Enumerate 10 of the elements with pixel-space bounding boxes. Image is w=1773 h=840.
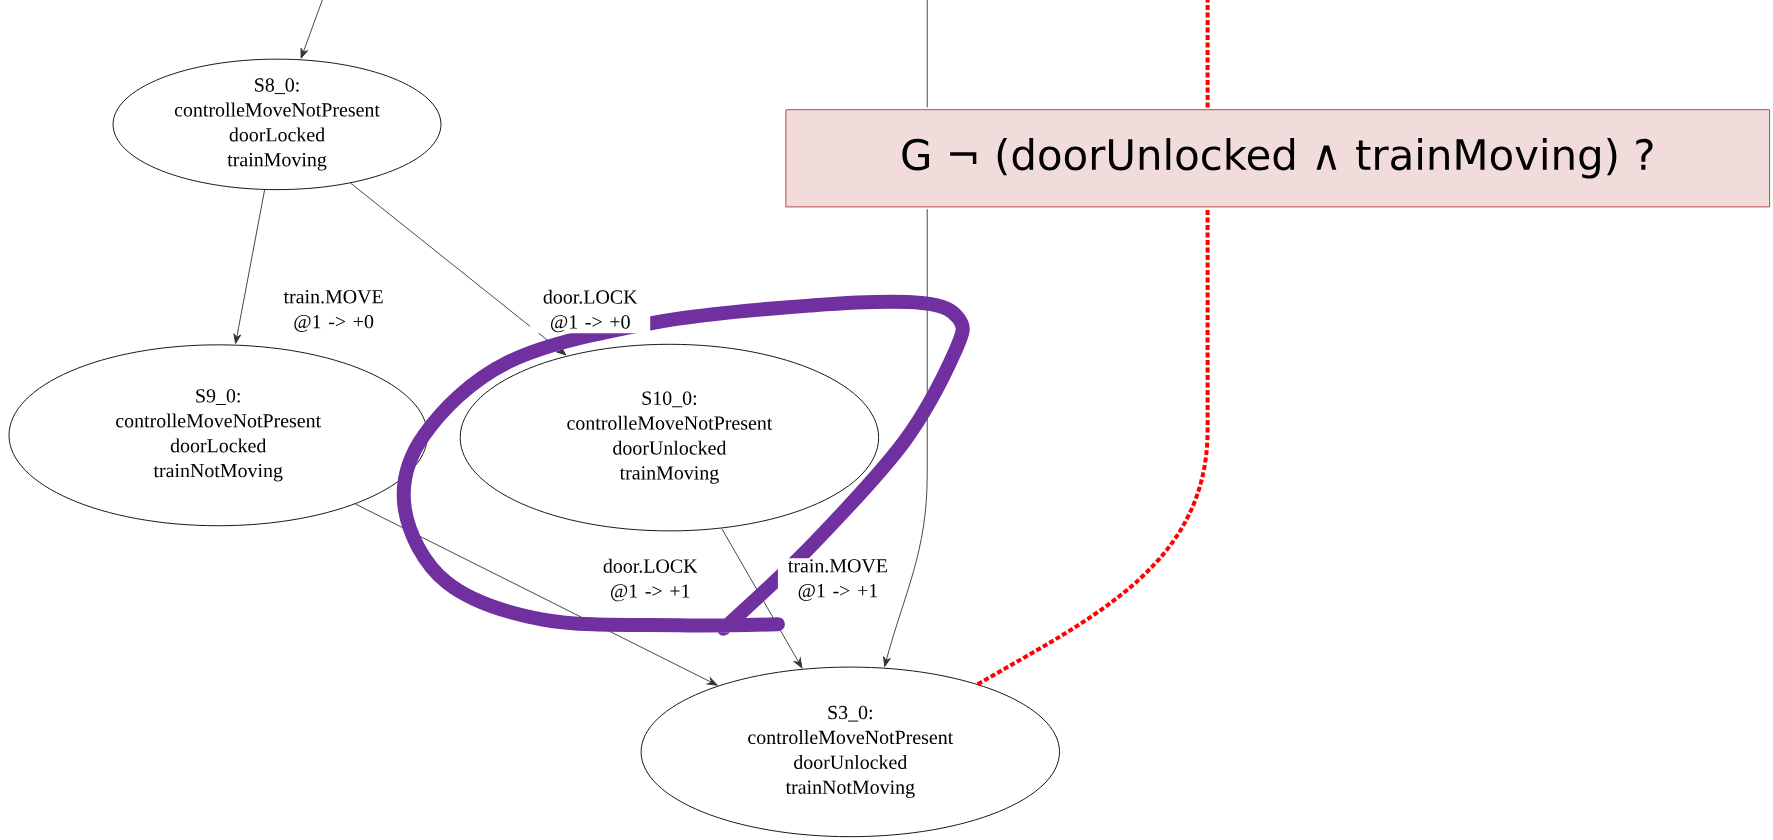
arrow [300,0,323,59]
edge-label: train.MOVE @1 -> +0 [273,289,394,333]
edge-label: door.LOCK @1 -> +1 [590,557,711,603]
edge-label: door.LOCK @1 -> +0 [530,288,651,334]
formula-box: G ¬ (doorUnlocked ∧ trainMoving) ? [785,109,1771,208]
arrow [350,182,567,356]
edge-label: train.MOVE @1 -> +1 [777,558,898,603]
arrow [883,0,928,667]
arrow [975,0,1210,687]
arrow [233,189,266,344]
